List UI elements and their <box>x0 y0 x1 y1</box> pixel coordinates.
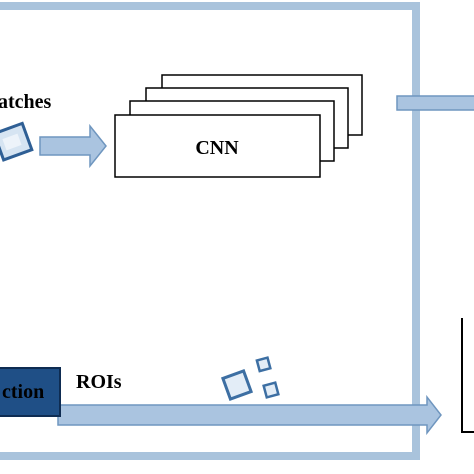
detection-label: ction <box>2 381 44 403</box>
detection-box <box>0 367 61 417</box>
patches-to-cnn-arrow <box>39 123 107 169</box>
cnn-label: CNN <box>195 137 239 159</box>
cnn-output-arrow <box>396 95 474 111</box>
roi-square-icon <box>255 356 272 373</box>
roi-square-icon <box>262 381 280 399</box>
rois-label: ROIs <box>76 371 122 393</box>
patch-tile-icon <box>0 121 34 162</box>
cnn-stack: CNN <box>114 74 363 178</box>
right-output-box <box>461 318 474 433</box>
module-frame <box>0 2 420 460</box>
rois-arrow <box>57 394 442 436</box>
cnn-layer-1 <box>114 114 321 178</box>
roi-squares <box>220 356 280 424</box>
patches-label: atches <box>0 91 52 113</box>
roi-square-icon <box>220 368 254 402</box>
